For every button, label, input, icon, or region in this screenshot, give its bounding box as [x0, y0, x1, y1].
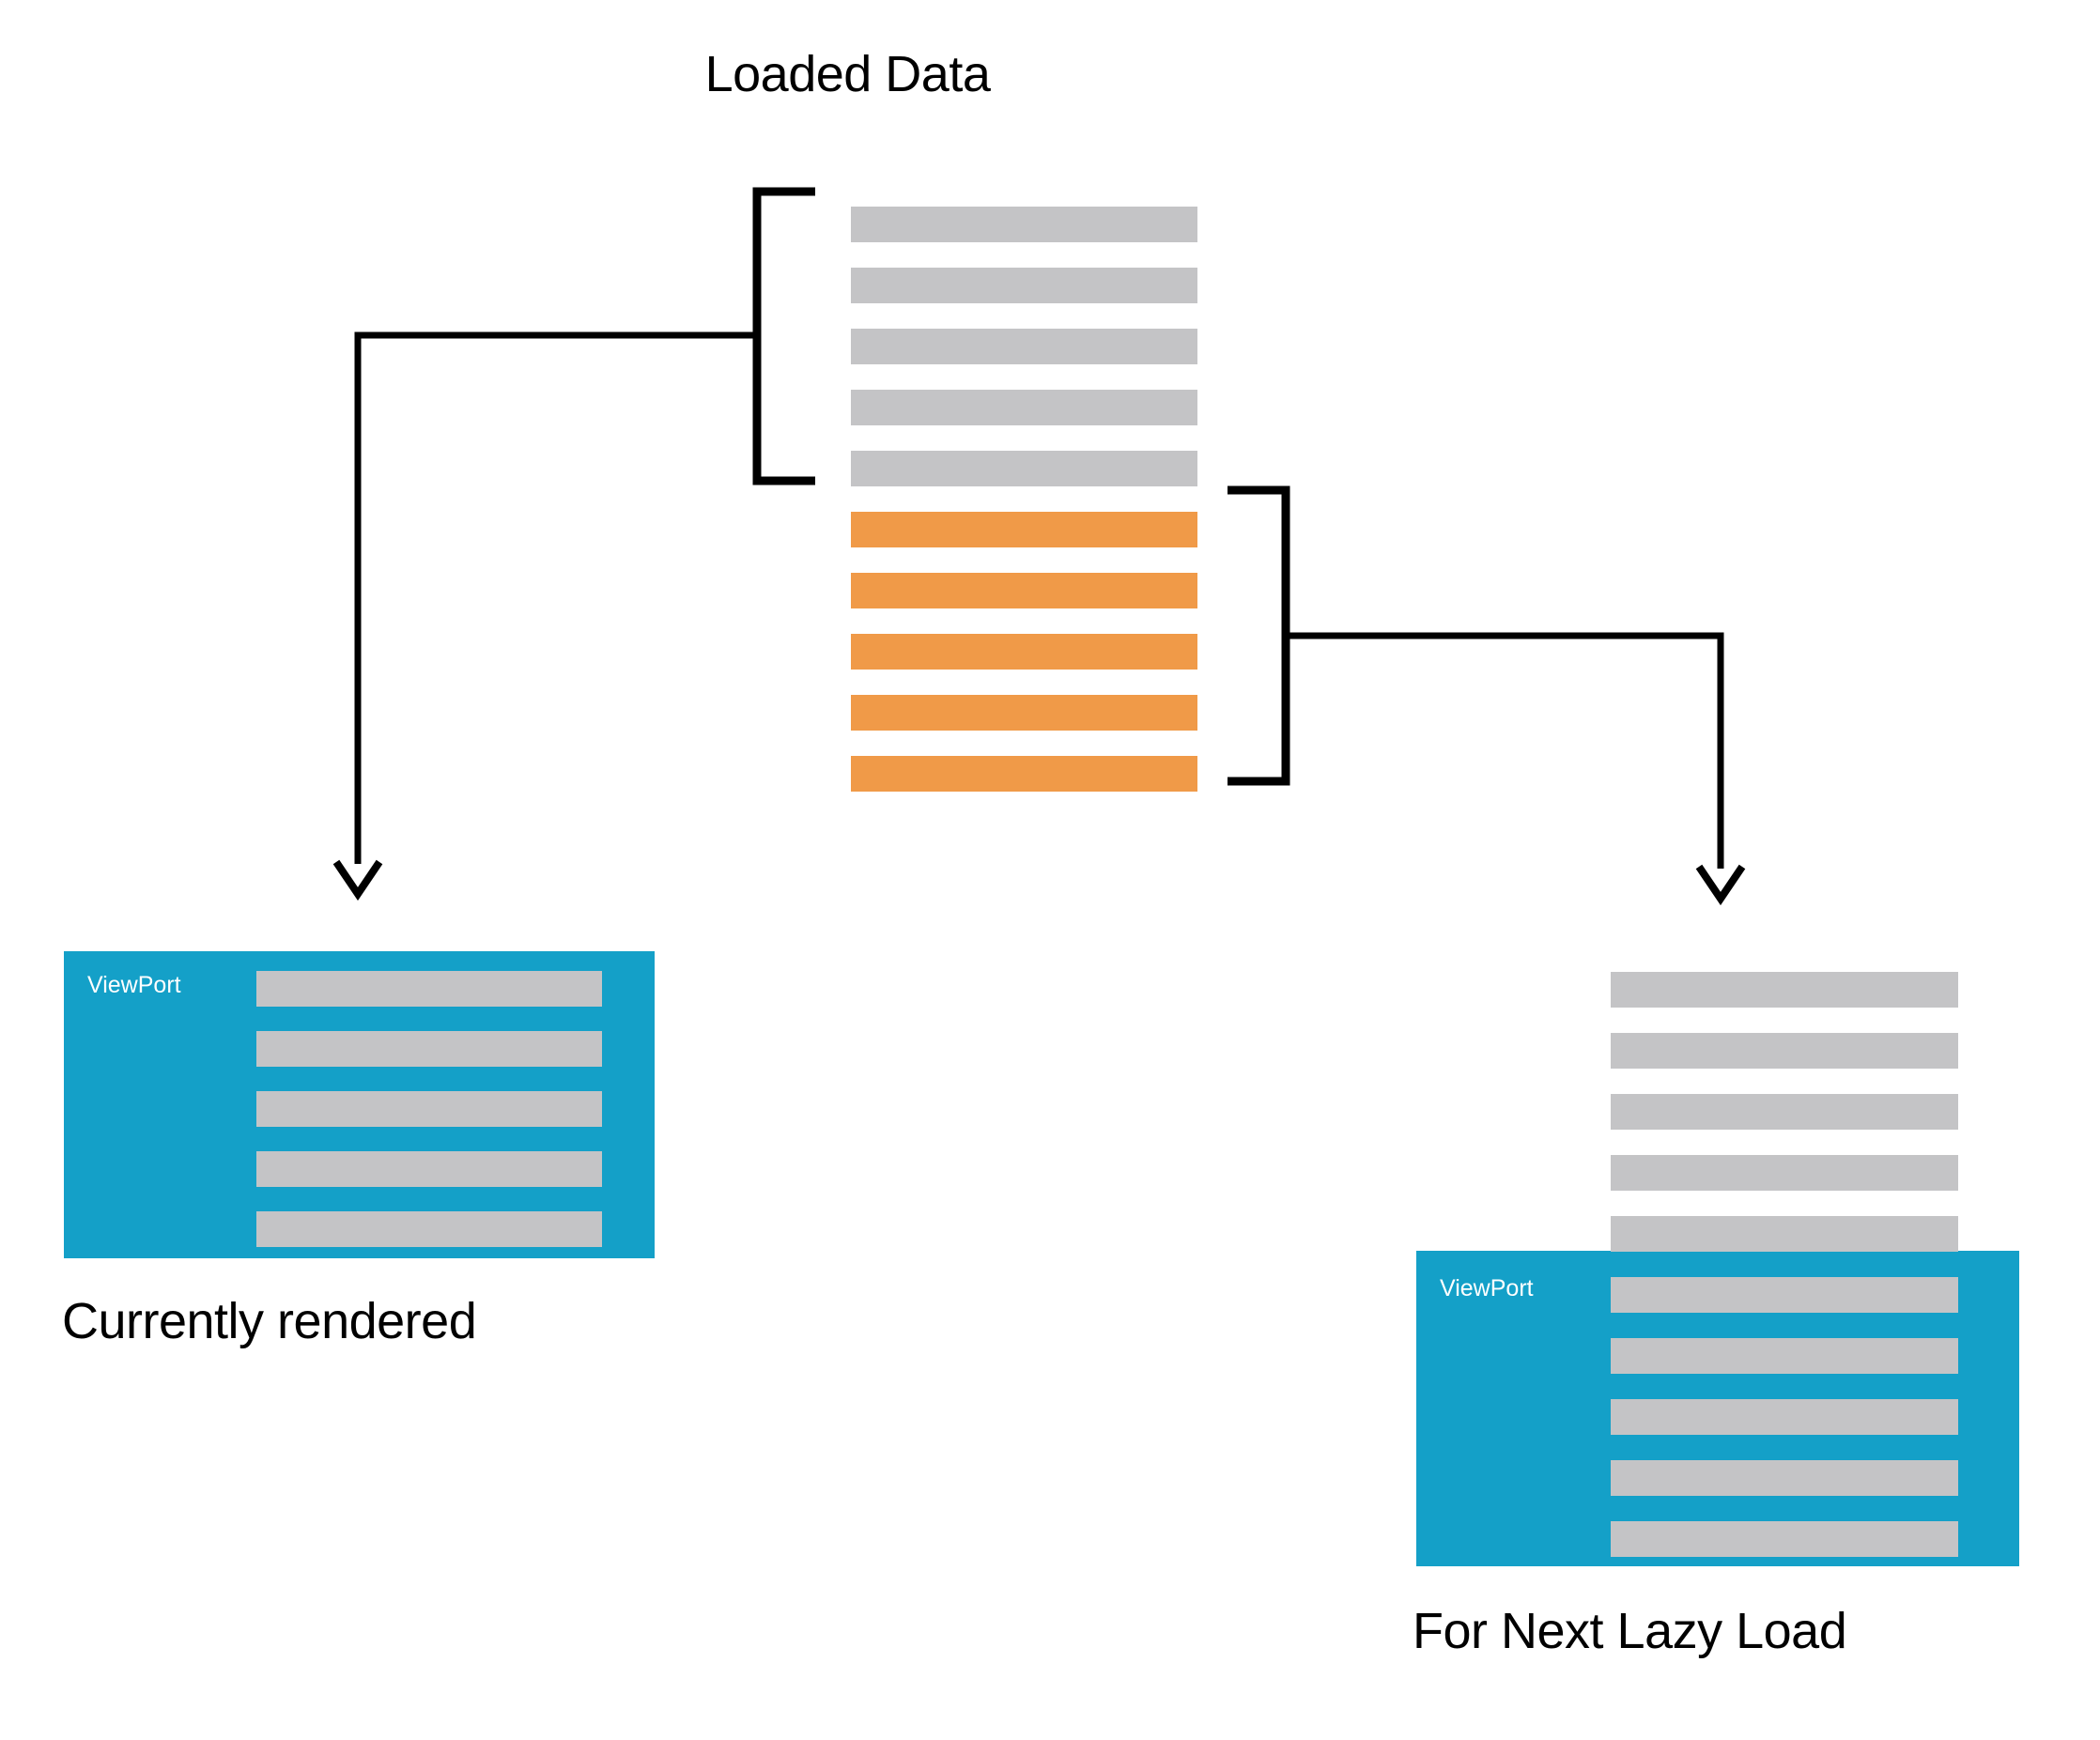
next-lazy-load-row: [1611, 1521, 1958, 1557]
next-lazy-load-row: [1611, 1277, 1958, 1313]
loaded-data-row: [851, 268, 1197, 303]
rendered-bracket: [752, 187, 815, 485]
next-lazy-load-row: [1611, 1338, 1958, 1374]
loaded-data-row: [851, 390, 1197, 425]
loaded-data-row: [851, 634, 1197, 670]
next-lazy-load-row: [1611, 972, 1958, 1008]
rendered-connector-arrow: [332, 331, 757, 901]
loaded-data-row: [851, 329, 1197, 364]
page-title: Loaded Data: [704, 46, 991, 102]
caption-currently-rendered: Currently rendered: [62, 1293, 477, 1349]
viewport-right-label: ViewPort: [1440, 1275, 1534, 1301]
loaded-data-row: [851, 512, 1197, 547]
loaded-data-row: [851, 451, 1197, 486]
viewport-left-row: [256, 1151, 602, 1187]
viewport-left-row: [256, 1091, 602, 1127]
pending-connector-arrow: [1286, 632, 1746, 906]
loaded-data-row: [851, 695, 1197, 731]
next-lazy-load-row: [1611, 1094, 1958, 1130]
loaded-data-row: [851, 573, 1197, 608]
next-lazy-load-row: [1611, 1033, 1958, 1069]
next-lazy-load-stack: [1611, 972, 1958, 1557]
next-lazy-load-row: [1611, 1155, 1958, 1191]
viewport-left-panel: ViewPort: [64, 951, 655, 1258]
viewport-left-row: [256, 971, 602, 1007]
next-lazy-load-row: [1611, 1460, 1958, 1496]
next-lazy-load-row: [1611, 1399, 1958, 1435]
loaded-data-row: [851, 756, 1197, 792]
viewport-left-rows: [256, 971, 602, 1247]
next-lazy-load-row: [1611, 1216, 1958, 1252]
pending-bracket: [1228, 485, 1290, 786]
caption-next-lazy-load: For Next Lazy Load: [1413, 1603, 1847, 1659]
loaded-data-row: [851, 207, 1197, 242]
viewport-left-row: [256, 1211, 602, 1247]
viewport-left-label: ViewPort: [87, 972, 181, 998]
loaded-data-stack: [851, 207, 1197, 792]
viewport-left-row: [256, 1031, 602, 1067]
